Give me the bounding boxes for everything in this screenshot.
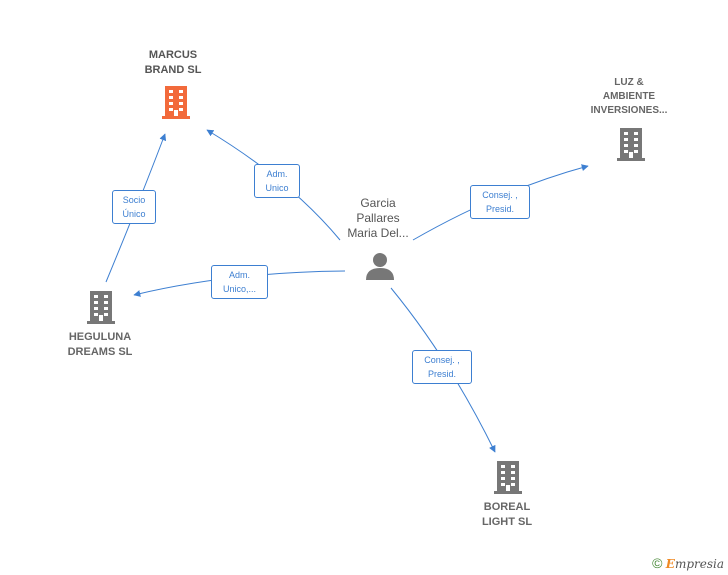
node-label-person[interactable]: Garcia Pallares Maria Del... [335,196,421,241]
node-label-marcus[interactable]: MARCUS BRAND SL [128,48,218,78]
label-line: Pallares [356,211,400,225]
label-line: Garcia [360,196,396,210]
edge-label-line: Único [122,209,146,219]
edge-label-person-boreal[interactable]: Consej. , Presid. [412,350,472,384]
edge-label-person-marcus[interactable]: Adm. Unico [254,164,300,198]
edge-label-line: Consej. , [424,355,460,365]
copyright-icon: © [652,555,663,571]
label-line: AMBIENTE [602,91,656,102]
edge-label-line: Adm. [228,270,250,280]
label-line: BRAND SL [144,64,202,76]
label-line: LIGHT SL [481,516,533,528]
edge-label-person-heguluna[interactable]: Adm. Unico,... [211,265,268,299]
building-icon[interactable] [494,461,522,494]
edge-label-line: Presid. [427,369,456,379]
node-label-boreal[interactable]: BOREAL LIGHT SL [466,500,548,530]
person-icon[interactable] [366,253,394,280]
edge-label-person-luz[interactable]: Consej. , Presid. [470,185,530,219]
label-line: BOREAL [483,501,531,513]
brand-name: Empresia [666,557,724,571]
edge-label-line: Adm. [266,169,288,179]
building-icon[interactable] [162,86,190,119]
node-label-heguluna[interactable]: HEGULUNA DREAMS SL [54,330,146,360]
edge-label-line: Socio [122,195,146,205]
label-line: LUZ & [614,77,644,88]
label-line: INVERSIONES... [590,105,668,116]
edge-label-line: Unico,... [222,284,256,294]
brand-rest: mpresia [674,557,724,571]
label-line: HEGULUNA [68,331,132,343]
building-icon[interactable] [87,291,115,324]
node-label-luz[interactable]: LUZ & AMBIENTE INVERSIONES... [574,76,684,118]
label-line: Maria Del... [347,226,409,240]
label-line: MARCUS [148,49,198,61]
edge-label-line: Consej. , [482,190,518,200]
edge-label-heguluna-marcus[interactable]: Socio Único [112,190,156,224]
empresia-logo[interactable]: © Empresia [652,555,724,571]
edge-label-line: Presid. [485,204,514,214]
brand-initial: E [665,557,675,571]
label-line: DREAMS SL [67,346,133,358]
edge-label-line: Unico [265,183,289,193]
building-icon[interactable] [617,128,645,161]
